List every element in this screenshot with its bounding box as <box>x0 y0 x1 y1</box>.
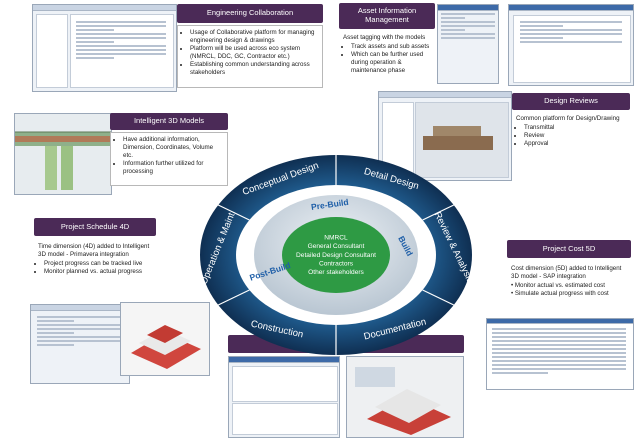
ring-separator <box>422 289 455 306</box>
stakeholder-label: Contractors <box>319 260 354 267</box>
project-schedule-title: Project Schedule 4D <box>34 218 156 236</box>
bullet: Which can be further used during operati… <box>351 51 431 75</box>
project-cost-box: Cost dimension (5D) added to Intelligent… <box>507 262 633 316</box>
stakeholder-label: NMRCL <box>324 235 348 242</box>
project-cost-intro: Cost dimension (5D) added to Intelligent… <box>511 265 622 281</box>
engineering-collaboration-box: Usage of Collaborative platform for mana… <box>177 25 323 88</box>
asset-management-screenshot-2 <box>508 4 634 86</box>
bullet: Approval <box>524 140 626 148</box>
center-disc <box>282 217 390 293</box>
ring-separator <box>217 204 250 221</box>
project-cost-list: • Monitor actual vs. estimated cost • Si… <box>511 282 629 298</box>
4d-building-illustration <box>131 325 201 369</box>
bullet: Platform will be used across eco system … <box>190 45 318 61</box>
bullet: Track assets and sub assets <box>351 43 431 51</box>
bullet: Transmittal <box>524 124 626 132</box>
project-schedule-intro: Time dimension (4D) added to Intelligent… <box>38 243 150 259</box>
bullet: Monitor planned vs. actual progress <box>44 268 152 276</box>
design-reviews-intro: Common platform for Design/Drawing <box>516 115 620 122</box>
design-reviews-box: Common platform for Design/Drawing Trans… <box>512 112 630 172</box>
project-schedule-list: Project progress can be tracked live Mon… <box>38 260 152 276</box>
engineering-collaboration-title: Engineering Collaboration <box>177 4 323 23</box>
bullet: • Simulate actual progress with cost <box>511 290 609 298</box>
bim-screenshot-2 <box>346 356 464 438</box>
ring-separators <box>217 155 455 355</box>
intelligent-3d-model-image <box>14 113 112 195</box>
design-review-screenshot <box>378 91 512 181</box>
schedule-4d-model-screenshot <box>120 302 210 376</box>
intelligent-3d-list: Have additional information, Dimension, … <box>115 136 223 176</box>
asset-information-title: Asset Information Management <box>339 3 435 29</box>
project-cost-title: Project Cost 5D <box>507 240 631 258</box>
design-reviews-title: Design Reviews <box>512 93 630 110</box>
intelligent-3d-box: Have additional information, Dimension, … <box>110 132 228 186</box>
stakeholder-label: General Consultant <box>308 243 365 250</box>
bullet: Review <box>524 132 626 140</box>
engineering-collaboration-list: Usage of Collaborative platform for mana… <box>182 29 318 77</box>
bullet: Have additional information, Dimension, … <box>123 136 223 160</box>
asset-information-box: Asset tagging with the models Track asse… <box>339 31 435 83</box>
bullet-text: Monitor actual vs. estimated cost <box>514 282 605 290</box>
asset-management-screenshot-1 <box>437 4 499 84</box>
intelligent-3d-title: Intelligent 3D Models <box>110 113 228 130</box>
stakeholder-label: Other stakeholders <box>308 269 364 276</box>
ring-separator <box>217 289 250 306</box>
asset-information-intro: Asset tagging with the models <box>343 34 426 41</box>
asset-information-list: Track assets and sub assets Which can be… <box>343 43 431 75</box>
project-schedule-box: Time dimension (4D) added to Intelligent… <box>34 240 156 298</box>
tunnel-model-illustration <box>15 131 111 190</box>
building-model-illustration <box>423 126 493 150</box>
schedule-gantt-screenshot <box>30 304 130 384</box>
ring-separator <box>422 204 455 221</box>
bullet-text: Simulate actual progress with cost <box>514 290 609 298</box>
bim-building-illustration <box>355 367 451 435</box>
cost-table-screenshot <box>486 318 634 390</box>
bullet: Information further utilized for process… <box>123 160 223 176</box>
stakeholder-label: Detailed Design Consultant <box>296 252 376 259</box>
bim-screenshot-1 <box>228 356 340 438</box>
bullet: • Monitor actual vs. estimated cost <box>511 282 605 290</box>
engineering-collaboration-screenshot <box>32 4 177 92</box>
bullet: Project progress can be tracked live <box>44 260 152 268</box>
bullet: Establishing common understanding across… <box>190 61 318 77</box>
bullet: Usage of Collaborative platform for mana… <box>190 29 318 45</box>
design-reviews-list: Transmittal Review Approval <box>516 124 626 148</box>
